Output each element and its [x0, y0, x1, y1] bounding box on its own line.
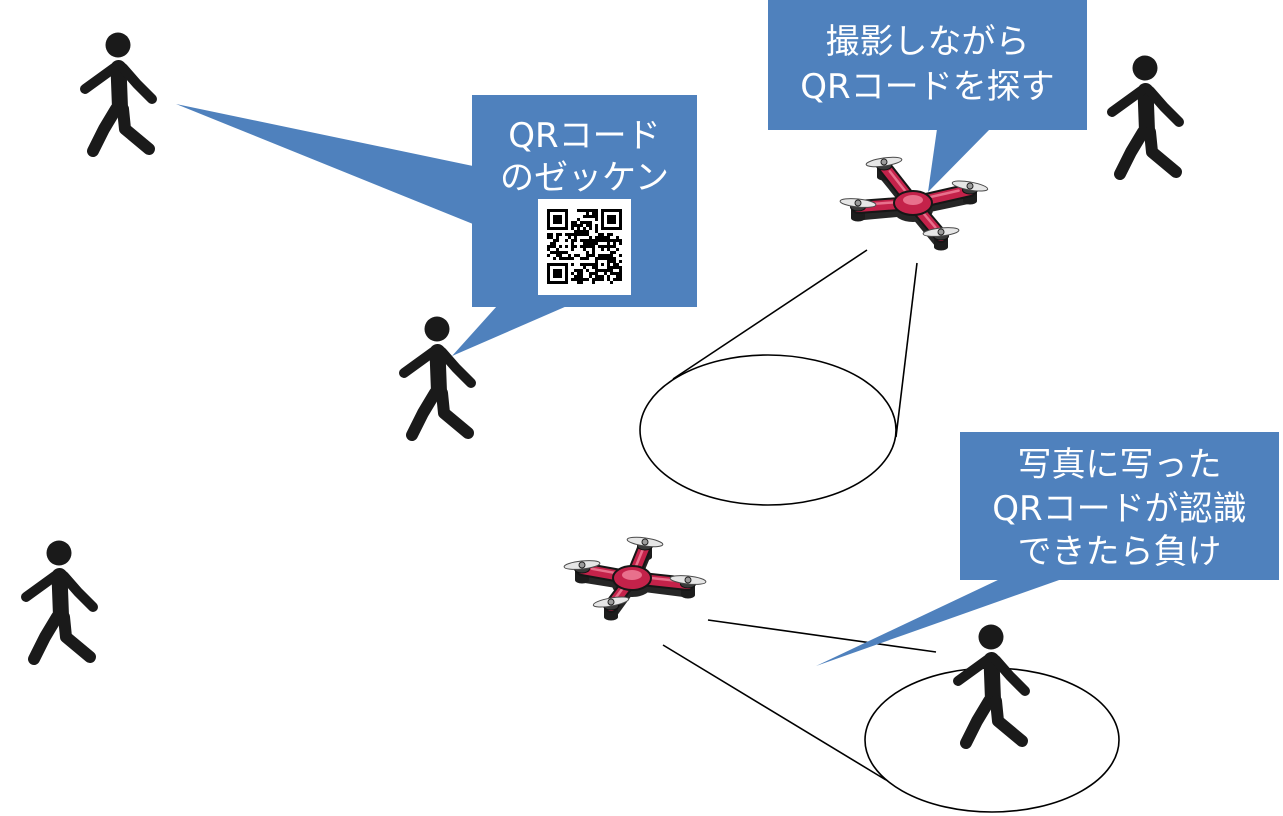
callout-tail-to-view-area [816, 579, 1062, 666]
callout-lose-line-1: 写真に写った [1018, 445, 1222, 485]
camera-view-cone-top-drone [639, 249, 918, 506]
view-cone-edge [895, 262, 918, 438]
drone-icon [563, 536, 707, 621]
callout-bib-line-2: のゼッケン [500, 158, 669, 198]
callout-tail-to-runner-top-left [176, 104, 473, 224]
walking-person-icon [1112, 56, 1179, 175]
callout-search-qr: 撮影しながら QRコードを探す [768, 0, 1087, 192]
walking-person-icon [958, 625, 1025, 744]
drone-motor-pod-base [681, 591, 695, 599]
view-area-ellipse [639, 354, 897, 506]
drone-arm-highlight [926, 189, 960, 199]
drone-icon [839, 156, 989, 251]
qr-code-pattern [547, 209, 622, 284]
drone-hub-highlight [903, 195, 923, 205]
drone-motor-pod-base [963, 197, 977, 205]
callout-tail-to-runner-middle [452, 306, 567, 356]
drone-hub-highlight [622, 570, 642, 580]
callout-search-line-2: QRコードを探す [800, 67, 1054, 107]
walking-person-icon [404, 317, 471, 436]
drone-arm-highlight [634, 549, 644, 570]
drone-propeller-hub [854, 199, 862, 207]
drone-motor-pod-base [604, 613, 618, 621]
callout-search-line-1: 撮影しながら [826, 22, 1030, 62]
walking-person-icon [85, 33, 152, 152]
callout-box [768, 0, 1087, 130]
view-cone-edge [662, 644, 887, 781]
drone-motor-pod-base [575, 576, 589, 584]
drone-propeller-hub [937, 228, 945, 236]
view-cone-edge [707, 619, 937, 653]
drone-propeller-hub [880, 158, 888, 166]
drone-propeller-hub [684, 576, 692, 584]
drone-propeller-hub [966, 182, 974, 190]
view-cone-edge [672, 249, 868, 380]
callout-lose-line-2: QRコードが認識 [992, 489, 1246, 529]
drone-motor-pod-base [934, 243, 948, 251]
walking-person-icon [26, 541, 93, 660]
drone-arm-highlight [888, 170, 907, 193]
callout-tail-to-drone [928, 129, 990, 192]
callout-qr-bib: QRコード のゼッケン [176, 95, 697, 356]
qr-code-icon [538, 199, 631, 295]
drone-propeller-hub [607, 598, 615, 606]
camera-view-cone-bottom-drone [662, 619, 1120, 813]
drone-propeller-hub [641, 538, 649, 546]
drone-propeller-hub [578, 561, 586, 569]
drone-motor-pod-base [851, 214, 865, 222]
callout-lose-line-3: できたら負け [1018, 532, 1222, 572]
callout-box [960, 432, 1279, 580]
callout-lose-condition: 写真に写った QRコードが認識 できたら負け [816, 432, 1279, 666]
callout-bib-line-1: QRコード [508, 116, 660, 156]
